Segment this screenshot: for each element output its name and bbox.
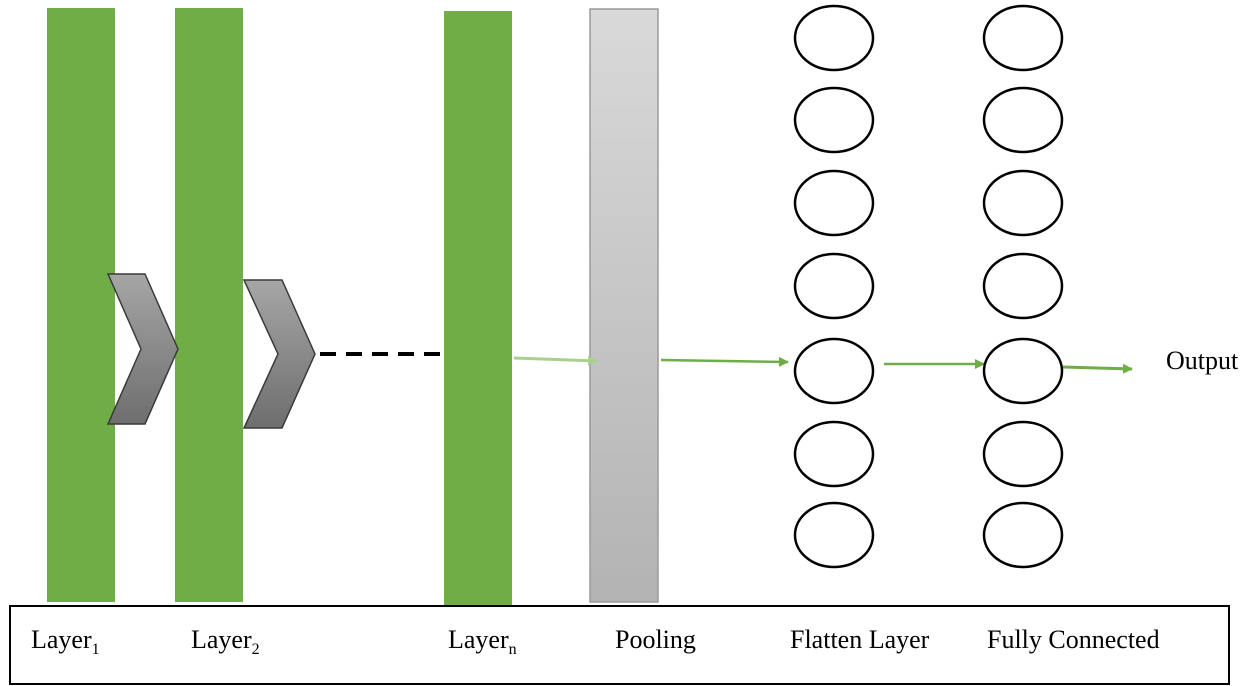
flatten-node	[793, 86, 875, 154]
pooling-layer	[589, 8, 659, 603]
fully-connected-nodes	[982, 4, 1064, 569]
layern-label: Layern	[448, 625, 517, 658]
flatten-nodes	[793, 4, 875, 569]
label-box	[9, 605, 1230, 685]
arrow-fc-to-output	[1062, 363, 1133, 374]
chevron-2-icon	[242, 279, 316, 429]
output-label: Output	[1166, 346, 1239, 375]
flatten-node	[793, 4, 875, 72]
chevron-1-icon	[106, 273, 179, 425]
flatten-node	[793, 337, 875, 405]
flatten-node	[793, 252, 875, 320]
pooling-label: Pooling	[615, 625, 696, 654]
flatten-node	[793, 169, 875, 237]
layer1-label: Layer1	[31, 625, 100, 658]
fully-connected-label: Fully Connected	[987, 625, 1160, 654]
fc-node	[982, 420, 1064, 488]
conv-layer-1	[47, 8, 115, 602]
arrow-pooling-to-flatten	[660, 356, 789, 367]
conv-layer-n	[444, 11, 512, 605]
fc-node	[982, 337, 1064, 405]
flatten-node	[793, 501, 875, 569]
layer2-label: Layer2	[191, 625, 260, 658]
fc-node	[982, 4, 1064, 72]
flatten-node	[793, 420, 875, 488]
conv-layer-2	[175, 8, 243, 602]
flatten-label: Flatten Layer	[790, 625, 930, 654]
fc-node	[982, 86, 1064, 154]
arrow-layern-to-pooling	[513, 355, 598, 366]
fc-node	[982, 501, 1064, 569]
fc-node	[982, 252, 1064, 320]
fc-node	[982, 169, 1064, 237]
